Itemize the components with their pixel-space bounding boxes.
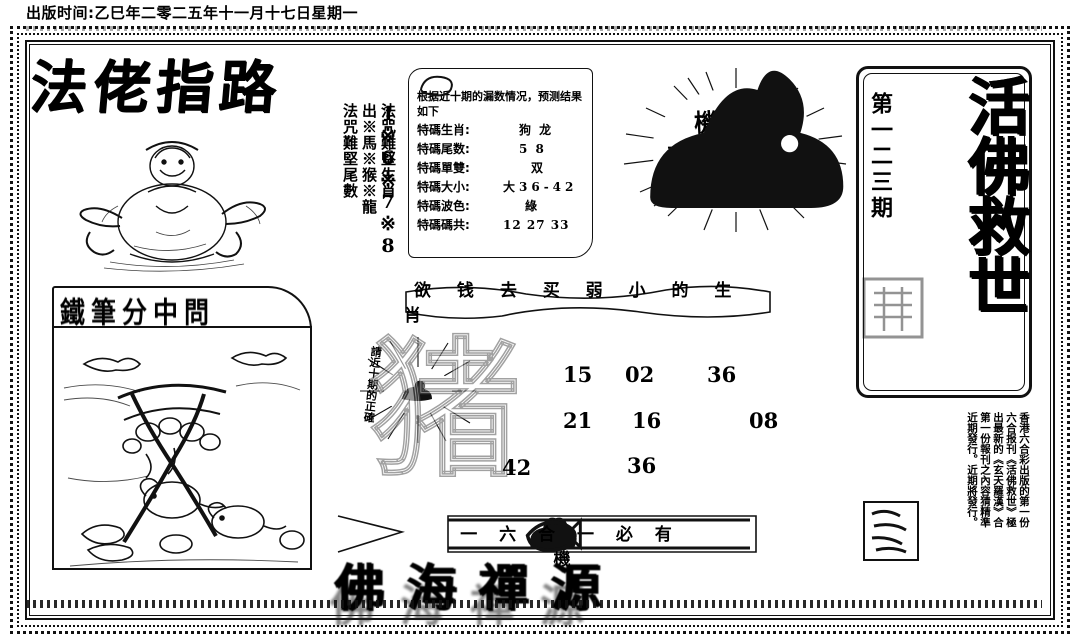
bottom-ribbon: 一 六 合 一 必 有 機 xyxy=(336,512,766,570)
lucky-number: 08 xyxy=(749,408,779,433)
prediction-value: 12 27 33 xyxy=(503,218,570,232)
prediction-row: 特碼單雙: 双 xyxy=(417,159,586,178)
starburst-callout: 機迷※ 三五成群四雙在 xyxy=(618,64,854,234)
bottom-brush-text: 佛海禪源 xyxy=(334,558,622,617)
prediction-label: 特碼大小: xyxy=(417,180,470,194)
prediction-row: 特碼碼共: 12 27 33 xyxy=(417,216,586,235)
right-title-panel xyxy=(856,66,1032,398)
prediction-value: 大36-42 xyxy=(503,180,578,194)
lucky-number: 42 xyxy=(502,455,532,480)
inner-frame xyxy=(25,40,1055,620)
vertical-hint-columns: 法咒難堅生肖 出※馬※猴※龍 法咒難堅尾數 1※6※7※8 xyxy=(286,103,399,283)
prediction-label: 特碼尾数: xyxy=(417,142,470,156)
right-title-panel-inner xyxy=(863,73,1025,391)
col-zodiac-values: 出※馬※猴※龍 xyxy=(360,103,378,215)
right-blurb-text: 香港六合彩出版的第一份六合报刊《活佛救世》極出最新的《玄天羅漢》合第一份報刊之內… xyxy=(966,412,1030,528)
prediction-row: 特碼大小: 大36-42 xyxy=(417,178,586,197)
lucky-number: 21 xyxy=(563,408,593,433)
prediction-value: 5 8 xyxy=(519,142,546,156)
col-zodiac-label: 法咒難堅生肖 xyxy=(379,103,397,199)
photo-panel xyxy=(52,326,312,570)
col-tail-values: 1※6※7※8 xyxy=(377,103,399,257)
photo-caption-banner: 鐵筆分中問 xyxy=(52,286,312,330)
prediction-label: 特碼生肖: xyxy=(417,123,470,137)
ribbon-outline xyxy=(337,515,757,553)
prediction-label: 特碼波色: xyxy=(417,199,470,213)
publish-date: 出版时间:乙巳年二零二五年十一月十七日星期一 xyxy=(26,4,359,22)
banner-outline xyxy=(405,285,771,320)
prediction-row: 特碼生肖: 狗 龙 xyxy=(417,121,586,140)
prediction-value: 綠 xyxy=(525,199,542,213)
photo-caption-text: 鐵筆分中問 xyxy=(60,296,216,330)
scribble-icon xyxy=(420,75,453,97)
banner-text: 欲 钱 去 买 弱 小 的 生 肖 xyxy=(404,281,742,326)
inner-frame-2 xyxy=(29,44,1051,616)
lucky-phrase-banner: 欲 钱 去 买 弱 小 的 生 肖 xyxy=(404,281,772,326)
prediction-label: 特碼碼共: xyxy=(417,218,470,232)
issue-number: 第一二三期 xyxy=(867,92,893,222)
fish-icon xyxy=(525,517,582,552)
lucky-number: 02 xyxy=(625,362,655,387)
prediction-value: 狗 龙 xyxy=(519,123,554,137)
prediction-intro: 根据近十期的漏数情况，预测结果如下 xyxy=(417,90,582,118)
prediction-value: 双 xyxy=(531,161,548,175)
col-tail-label: 法咒難堅尾數 xyxy=(341,103,359,199)
prediction-label: 特碼單雙: xyxy=(417,161,470,175)
paper-title: 活佛救世 xyxy=(957,74,1030,314)
masthead-title: 法佬指路 xyxy=(27,54,286,121)
lucky-number: 36 xyxy=(627,453,657,478)
seal-stamp-icon xyxy=(862,277,924,339)
red-stamp-icon xyxy=(863,501,919,561)
lucky-number: 16 xyxy=(632,408,662,433)
outer-dotted-frame xyxy=(10,26,1070,634)
lucky-number: 15 xyxy=(563,362,593,387)
prediction-box: 根据近十期的漏数情况，预测结果如下 特碼生肖: 狗 龙 特碼尾数: 5 8 特碼… xyxy=(408,68,593,258)
sun-rays-decoration xyxy=(358,335,478,445)
lucky-number: 36 xyxy=(707,362,737,387)
prediction-row: 特碼尾数: 5 8 xyxy=(417,140,586,159)
rabbit-icon xyxy=(650,70,844,208)
ribbon-text: 一 六 合 一 必 有 機 xyxy=(460,525,680,570)
trap-and-mice-illustration xyxy=(63,351,305,567)
middle-dotted-frame xyxy=(17,33,1063,627)
prediction-row: 特碼波色: 綠 xyxy=(417,197,586,216)
buddha-illustration xyxy=(60,122,290,272)
